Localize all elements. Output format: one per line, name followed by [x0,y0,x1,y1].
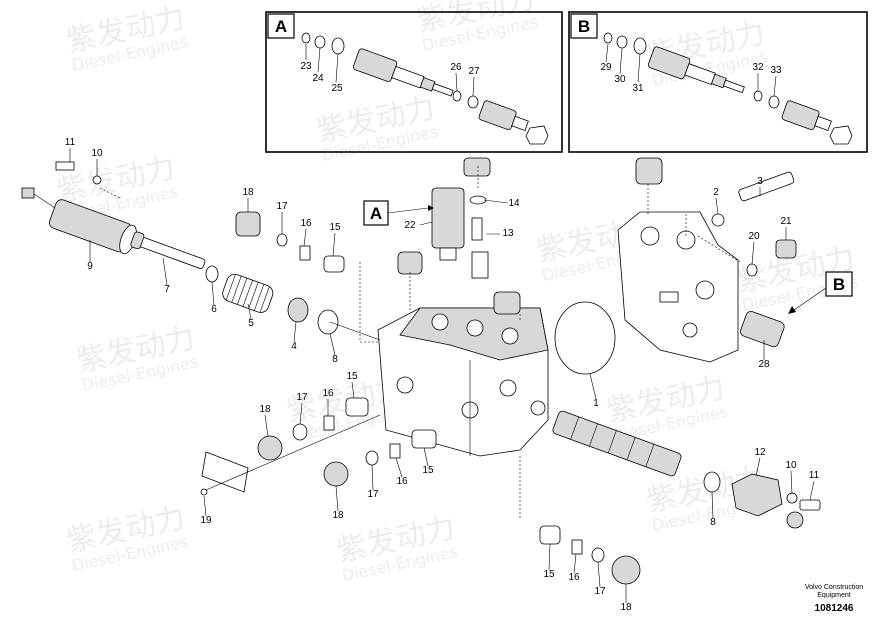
relief-valve-22 [431,157,491,279]
callout-23: 23 [300,61,312,72]
callout-15-c: 15 [422,465,434,476]
callout-1: 1 [593,398,599,409]
callout-6: 6 [211,304,217,315]
ref-tag-a: A [363,200,434,226]
plugs-and-seals [200,157,821,585]
alignment-lines [99,166,741,520]
callout-7: 7 [164,284,170,295]
callout-8: 8 [332,354,338,365]
detail-box-a-label: A [275,17,287,36]
callout-17: 17 [276,201,288,212]
footer-brand: Volvo Construction Equipment 1081246 [805,584,863,614]
callout-26: 26 [450,62,462,73]
callout-16: 16 [300,218,312,229]
callout-9: 9 [87,261,93,272]
callout-18-d: 18 [620,602,632,613]
callout-15-b: 15 [346,371,358,382]
callout-32: 32 [752,62,764,73]
callout-11-b: 11 [809,470,820,481]
callout-4: 4 [291,341,297,352]
callout-20: 20 [748,231,760,242]
ref-tag-a-label: A [370,204,382,223]
callout-27: 27 [468,66,480,77]
callout-16-d: 16 [568,572,580,583]
detail-box-a: A 23 24 25 26 27 [265,11,563,153]
callout-13: 13 [502,228,514,239]
callout-29: 29 [600,62,612,73]
large-oring [554,301,616,375]
callout-12: 12 [754,447,766,458]
callout-22: 22 [404,220,416,231]
callout-16-b: 16 [322,388,334,399]
callout-14: 14 [508,198,520,209]
control-valve-body [377,307,549,457]
ref-tag-b-label: B [833,275,845,294]
callout-33: 33 [770,65,782,76]
callout-16-c: 16 [396,476,408,487]
callout-31: 31 [632,83,644,94]
callout-10: 10 [91,148,103,159]
callout-15: 15 [329,222,341,233]
callout-5: 5 [248,318,254,329]
callout-2: 2 [713,187,719,198]
callout-18: 18 [242,187,254,198]
callout-24: 24 [312,73,324,84]
callout-3: 3 [757,176,763,187]
footer-brand-line1: Volvo Construction [805,584,863,591]
footer-part-number: 1081246 [815,603,854,614]
end-cover [617,211,739,363]
callout-15-d: 15 [543,569,555,580]
callout-8-b: 8 [710,517,716,528]
callout-17-c: 17 [367,489,379,500]
callout-11: 11 [65,137,76,148]
callout-30: 30 [614,74,626,85]
footer-brand-line2: Equipment [817,592,851,599]
callout-18-b: 18 [259,404,271,415]
callout-25: 25 [331,83,343,94]
callout-19: 19 [200,515,212,526]
ref-tag-b: B [788,271,853,314]
callout-18-c: 18 [332,510,344,521]
callout-17-d: 17 [594,586,606,597]
callout-10-b: 10 [785,460,797,471]
callouts: 11 10 9 7 6 5 4 8 18 17 16 15 22 14 13 2… [65,137,820,613]
callout-21: 21 [780,216,792,227]
left-components [21,161,339,335]
callout-28: 28 [758,359,770,370]
detail-box-b-label: B [578,17,590,36]
callout-17-b: 17 [296,392,308,403]
detail-box-b: B 29 30 31 32 33 [568,11,868,153]
